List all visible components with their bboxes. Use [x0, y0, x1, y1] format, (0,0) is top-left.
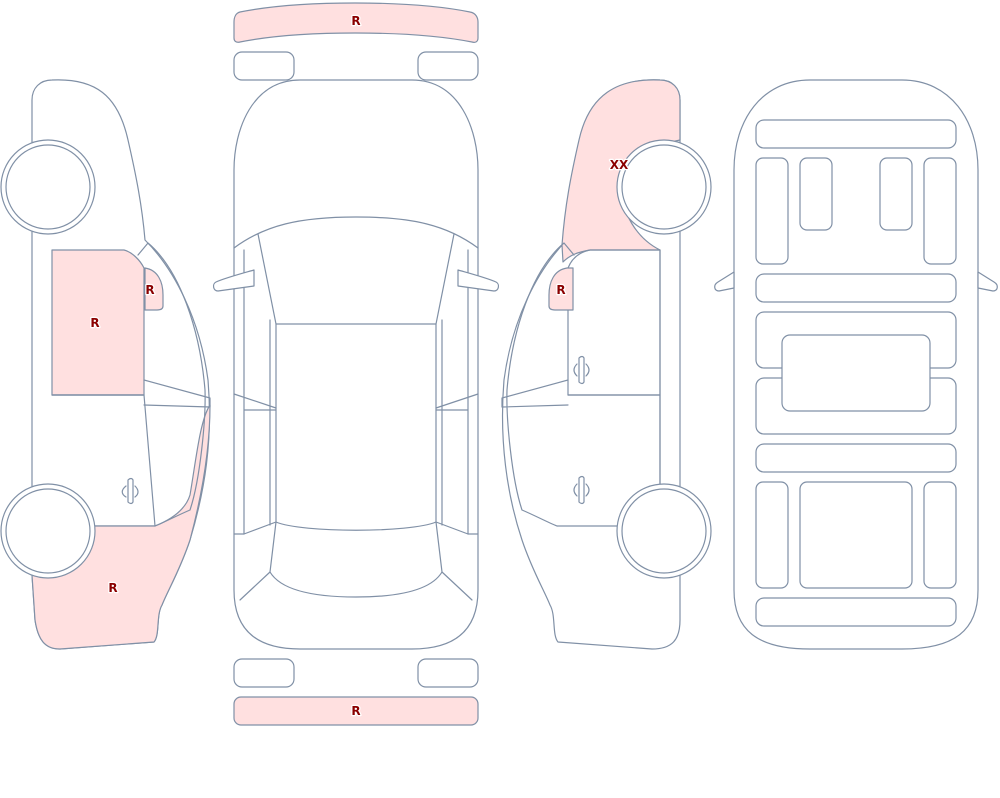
right-front-quarter-window[interactable]: [548, 267, 574, 311]
marker-right-front-quarter-window: R: [556, 283, 565, 297]
rear-corners: [233, 533, 479, 601]
right-side-view: XX R: [501, 79, 712, 650]
front-right-light: [417, 51, 479, 81]
underbody-panel-crossmember-1: [755, 273, 957, 303]
underbody-panel-front-bar: [755, 119, 957, 149]
right-mirror[interactable]: [457, 269, 500, 292]
right-front-door-handle[interactable]: [578, 355, 585, 385]
left-front-wheel-rim: [5, 488, 91, 574]
right-front-wheel: [616, 139, 712, 235]
marker-left-front-fender: R: [108, 581, 117, 595]
underbody-panel-crossmember-2: [755, 443, 957, 473]
underbody-panel-rear-left: [755, 481, 789, 589]
left-rear-wheel-rim: [5, 144, 91, 230]
left-rear-door-panel[interactable]: [51, 249, 145, 396]
left-mirror[interactable]: [212, 269, 255, 292]
left-rear-wheel: [0, 139, 96, 235]
marker-rear-bumper: R: [351, 704, 360, 718]
rear-right-light: [417, 658, 479, 688]
front-left-light: [233, 51, 295, 81]
underbody-panel-rear-bar: [755, 597, 957, 627]
front-bumper[interactable]: [233, 2, 479, 43]
marker-left-rear-door: R: [90, 316, 99, 330]
left-door-handle-ring: [121, 485, 139, 498]
right-rear-door-handle[interactable]: [578, 475, 585, 505]
left-door-handle[interactable]: [127, 477, 134, 505]
right-rear-wheel-rim: [621, 488, 707, 574]
right-front-wheel-rim: [621, 144, 707, 230]
rear-window: [269, 521, 443, 598]
left-side-view: R R R: [0, 79, 211, 650]
marker-front-bumper: R: [351, 14, 360, 28]
left-front-fender[interactable]: [31, 404, 211, 650]
left-window-line: [137, 242, 211, 527]
underbody-panel-front-left: [755, 157, 789, 265]
top-view: R R: [212, 2, 500, 726]
marker-right-front-fender: XX: [610, 158, 629, 172]
underbody-panel-rear-center: [799, 481, 913, 589]
underbody-panel-rear-right: [923, 481, 957, 589]
right-window-line: [501, 242, 575, 527]
underbody-panel-front-right: [923, 157, 957, 265]
rear-bumper[interactable]: [233, 696, 479, 726]
rear-left-light: [233, 658, 295, 688]
right-rear-wheel: [616, 483, 712, 579]
marker-left-rear-quarter-window: R: [145, 283, 154, 297]
underbody-left-mirror: [714, 271, 735, 292]
windshield: [233, 216, 479, 249]
underbody-panel-front-inner-left: [799, 157, 833, 231]
a-pillars: [257, 233, 455, 325]
left-rear-quarter-window[interactable]: [144, 267, 164, 311]
underbody-panel-front-inner-right: [879, 157, 913, 231]
underbody-right-mirror: [977, 271, 998, 292]
left-front-wheel: [0, 483, 96, 579]
right-rear-handle-ring: [573, 483, 590, 497]
underbody-panel-center: [781, 334, 931, 412]
underbody-view: [714, 79, 998, 650]
right-front-handle-ring: [573, 363, 590, 377]
